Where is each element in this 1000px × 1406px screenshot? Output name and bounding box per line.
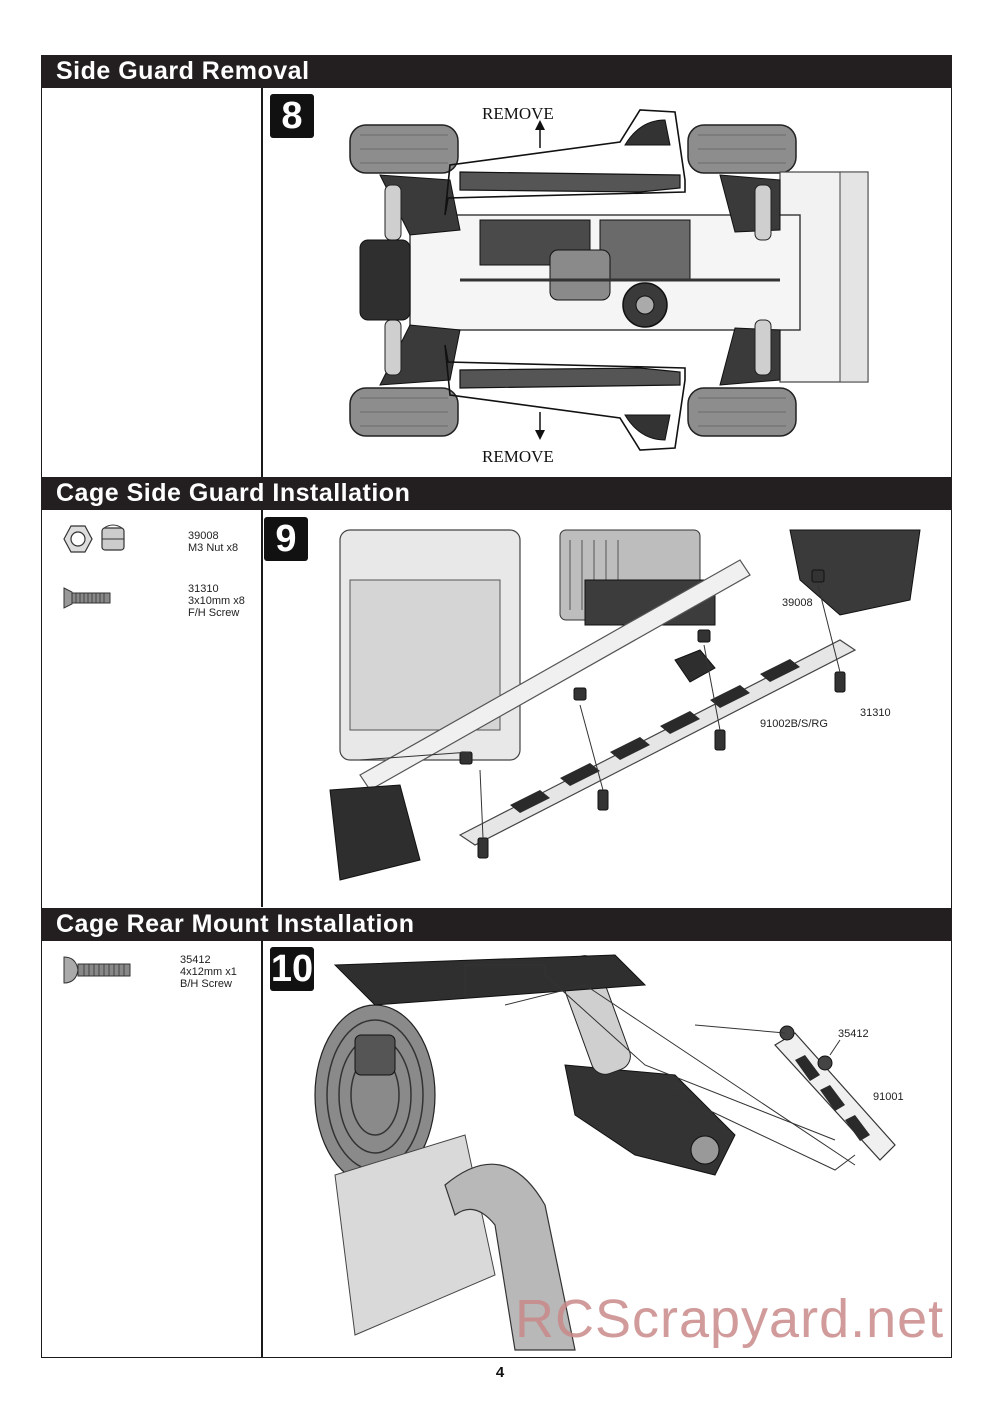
watermark-text: RCScrapyard.net [515, 1289, 945, 1349]
callout-35412: 35412 [838, 1028, 869, 1040]
column-divider [261, 88, 263, 477]
side-guard-top [459, 171, 681, 193]
bh-screw-icon [63, 956, 131, 984]
callout-31310: 31310 [860, 707, 891, 719]
section-title-cage-rear-mount-installation: Cage Rear Mount Installation [41, 908, 952, 941]
remove-label-bottom: REMOVE [482, 447, 554, 466]
callout-39008: 39008 [782, 597, 813, 609]
part-description: 3x10mm x8 [188, 595, 245, 607]
part-number: 35412 [180, 954, 211, 966]
part-number: 31310 [188, 583, 219, 595]
part-description-2: F/H Screw [188, 607, 240, 619]
part-label-35412: 35412 4x12mm x1 B/H Screw [180, 954, 237, 990]
chassis-top-view-illustration [349, 109, 869, 451]
part-label-39008: 39008 M3 Nut x8 [188, 530, 238, 554]
page-number: 4 [495, 1364, 505, 1381]
remove-label-top: REMOVE [482, 104, 554, 123]
fh-screw-icon [63, 587, 111, 609]
side-guard-bottom [459, 367, 681, 389]
part-label-31310: 31310 3x10mm x8 F/H Screw [188, 583, 245, 619]
side-guard-installation-illustration [329, 529, 921, 881]
step-number-10: 10 [270, 947, 314, 991]
part-description: 4x12mm x1 [180, 966, 237, 978]
section-title-side-guard-removal: Side Guard Removal [41, 55, 952, 88]
callout-91001: 91001 [873, 1091, 904, 1103]
column-divider [261, 941, 263, 1358]
m3-nut-icon [63, 524, 125, 553]
part-description-2: B/H Screw [180, 978, 232, 990]
step-number-9: 9 [264, 517, 308, 561]
callout-91002bsrg: 91002B/S/RG [760, 718, 828, 730]
part-number: 39008 [188, 530, 219, 542]
step-number-8: 8 [270, 94, 314, 138]
rear-mount-installation-illustration [314, 954, 896, 1351]
section-title-cage-side-guard-installation: Cage Side Guard Installation [41, 477, 952, 510]
part-description: M3 Nut x8 [188, 542, 239, 554]
column-divider [261, 510, 263, 907]
